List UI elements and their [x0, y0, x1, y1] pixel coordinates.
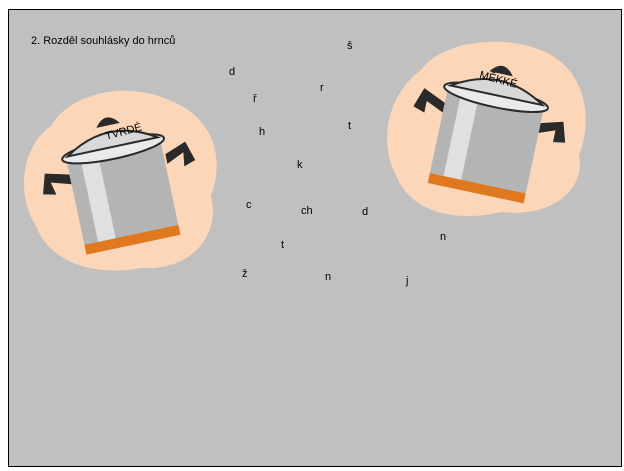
- letter-h[interactable]: h: [259, 127, 265, 138]
- letter-ch[interactable]: ch: [301, 206, 313, 217]
- letter-t[interactable]: t: [348, 121, 351, 132]
- letter-n[interactable]: n: [440, 232, 446, 243]
- letter-z-caron[interactable]: ž: [242, 269, 248, 280]
- pot-mekke-illustration: [381, 40, 591, 220]
- slide-canvas: 2. Rozděl souhlásky do hrnců TVRDÉ: [8, 9, 622, 467]
- letter-t[interactable]: t: [281, 240, 284, 251]
- letter-c[interactable]: c: [246, 200, 252, 211]
- letter-d[interactable]: d: [362, 207, 368, 218]
- pot-tvrde-illustration: [21, 86, 221, 276]
- letter-r-caron[interactable]: ř: [253, 94, 257, 105]
- letter-d[interactable]: d: [229, 67, 235, 78]
- letter-s-caron[interactable]: š: [347, 41, 353, 52]
- letter-j[interactable]: j: [406, 276, 408, 287]
- letter-n[interactable]: n: [325, 272, 331, 283]
- letter-k[interactable]: k: [297, 160, 303, 171]
- task-instruction: 2. Rozděl souhlásky do hrnců: [31, 35, 175, 47]
- pot-tvrde[interactable]: TVRDÉ: [21, 86, 221, 276]
- pot-mekke[interactable]: MĚKKÉ: [381, 40, 591, 220]
- letter-r[interactable]: r: [320, 83, 324, 94]
